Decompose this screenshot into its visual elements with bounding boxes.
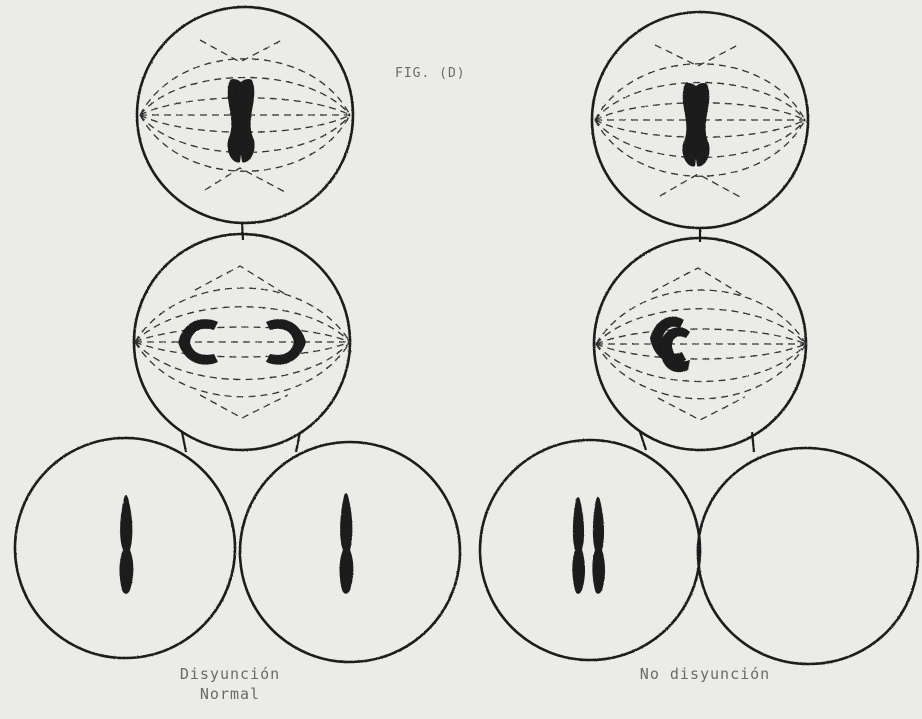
non-disjunction-column <box>480 12 918 664</box>
chromosome <box>120 495 134 594</box>
normal-metaphase-cell <box>137 7 353 223</box>
figure-title: FIG. (D) <box>395 64 466 84</box>
caption-normal-disjunction: Disyunción Normal <box>120 664 340 704</box>
caption-non-disjunction: No disyunción <box>580 664 830 684</box>
chromosome <box>227 79 254 163</box>
nondisjunction-metaphase-cell <box>592 12 808 228</box>
nondisjunction-daughter-cell-left <box>480 440 700 660</box>
chromosome <box>682 83 709 167</box>
normal-daughter-cell-left <box>15 438 235 658</box>
two-chromosomes <box>572 497 605 594</box>
spindle-fibers <box>135 266 350 418</box>
caption-line: Disyunción <box>120 664 340 684</box>
normal-daughter-cell-right <box>240 442 460 662</box>
caption-line: Normal <box>120 684 340 704</box>
caption-line: No disyunción <box>580 664 830 684</box>
nondisjunction-daughter-cell-right <box>698 448 918 664</box>
normal-disjunction-column <box>15 7 460 662</box>
nondisjunction-anaphase-cell <box>594 238 806 450</box>
chromosome <box>340 493 354 594</box>
normal-anaphase-cell <box>134 234 350 450</box>
spindle-fibers <box>596 268 806 420</box>
